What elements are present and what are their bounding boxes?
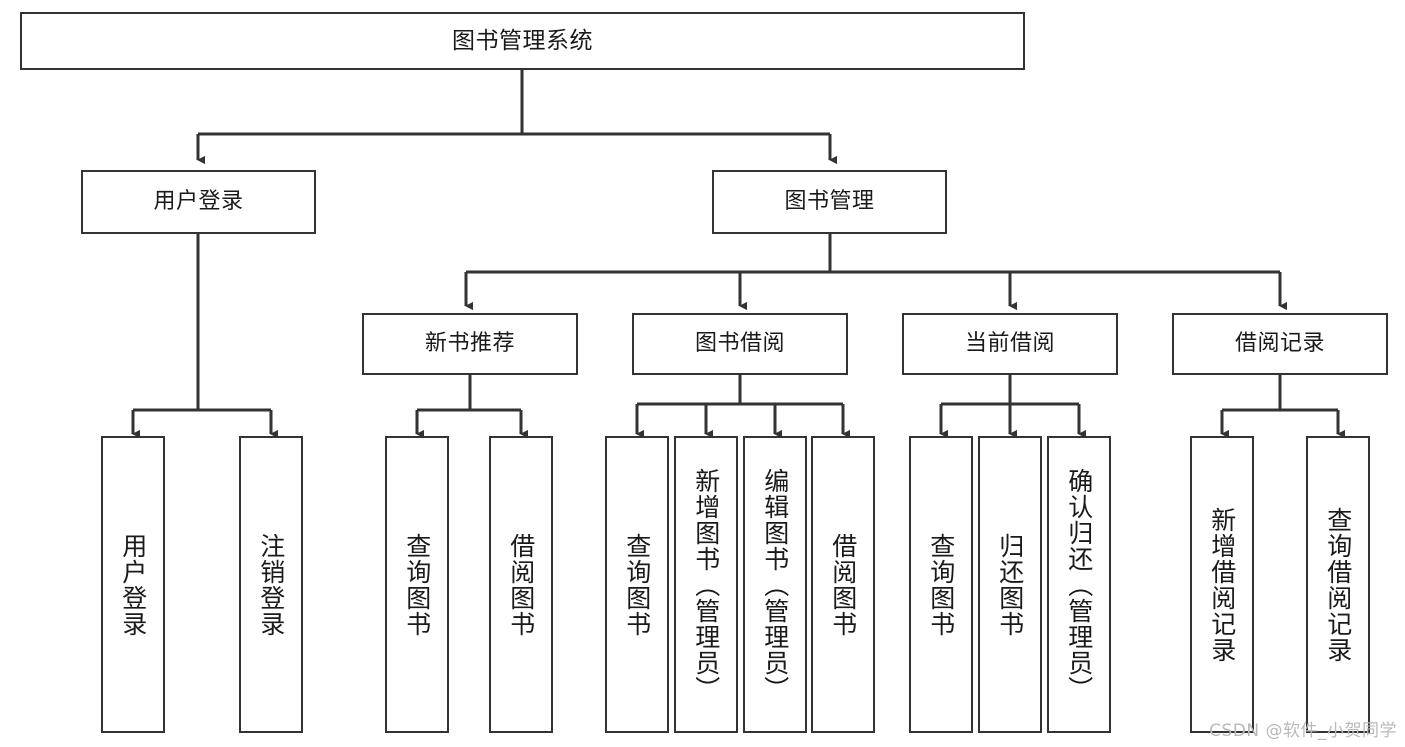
node-label: 用户登录 (153, 189, 244, 215)
leaf-user-login[interactable]: 用户登录 (101, 436, 165, 733)
leaf-borrow-book-borrowing[interactable]: 借阅图书 (811, 436, 875, 733)
node-label: 查询借阅记录 (1323, 506, 1353, 663)
node-current-borrowing[interactable]: 当前借阅 (902, 313, 1118, 375)
leaf-add-borrow-record[interactable]: 新增借阅记录 (1190, 436, 1254, 733)
node-label: 查询图书 (926, 532, 956, 637)
leaf-query-book-borrowing[interactable]: 查询图书 (605, 436, 669, 733)
leaf-add-book-admin[interactable]: 新增图书（管理员） (674, 436, 738, 733)
node-label: 图书管理系统 (452, 27, 593, 54)
node-label: 查询图书 (402, 532, 432, 637)
leaf-query-borrow-record[interactable]: 查询借阅记录 (1306, 436, 1370, 733)
node-borrowing-records[interactable]: 借阅记录 (1172, 313, 1388, 375)
csdn-watermark: CSDN @软件_小贺同学 (1209, 721, 1397, 741)
node-label: 借阅记录 (1234, 331, 1325, 357)
node-label: 用户登录 (118, 532, 148, 637)
leaf-query-book-current[interactable]: 查询图书 (909, 436, 973, 733)
node-label: 确认归还（管理员） (1064, 467, 1094, 702)
node-book-management[interactable]: 图书管理 (712, 170, 947, 234)
node-label: 图书借阅 (694, 331, 785, 357)
node-label: 查询图书 (622, 532, 652, 637)
node-label: 借阅图书 (828, 532, 858, 637)
node-label: 图书管理 (784, 189, 875, 215)
node-new-book-recommendation[interactable]: 新书推荐 (362, 313, 578, 375)
node-label: 新增借阅记录 (1207, 506, 1237, 663)
node-root-system[interactable]: 图书管理系统 (20, 12, 1025, 70)
node-label: 编辑图书（管理员） (760, 467, 790, 702)
leaf-query-book-recommendation[interactable]: 查询图书 (385, 436, 449, 733)
node-user-login[interactable]: 用户登录 (81, 170, 316, 234)
node-label: 当前借阅 (964, 331, 1055, 357)
node-label: 归还图书 (995, 532, 1025, 637)
node-label: 新书推荐 (424, 331, 515, 357)
leaf-logout[interactable]: 注销登录 (239, 436, 303, 733)
node-label: 借阅图书 (506, 532, 536, 637)
node-book-borrowing[interactable]: 图书借阅 (632, 313, 848, 375)
leaf-return-book[interactable]: 归还图书 (978, 436, 1042, 733)
node-label: 新增图书（管理员） (691, 467, 721, 702)
leaf-edit-book-admin[interactable]: 编辑图书（管理员） (743, 436, 807, 733)
node-label: 注销登录 (256, 532, 286, 637)
leaf-borrow-book-recommendation[interactable]: 借阅图书 (489, 436, 553, 733)
leaf-confirm-return-admin[interactable]: 确认归还（管理员） (1047, 436, 1111, 733)
